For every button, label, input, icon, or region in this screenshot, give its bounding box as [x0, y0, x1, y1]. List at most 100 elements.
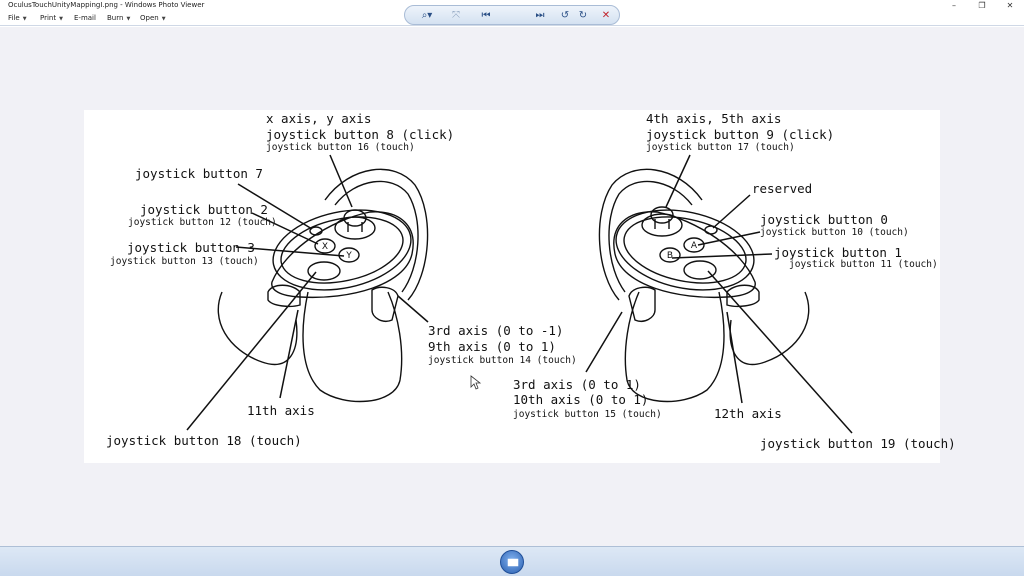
- right-button-a: [683, 237, 705, 253]
- label-joystick-button-11: joystick button 11 (touch): [789, 259, 938, 270]
- right-trigger-pad: [683, 260, 717, 280]
- right-thumbstick: [650, 206, 674, 224]
- menu-print-label: Print: [40, 14, 57, 22]
- right-tracking-ring-inner: [608, 180, 693, 293]
- right-axis3-label-1: 3rd axis (0 to 1): [513, 377, 641, 392]
- leader-left-btn3: [235, 246, 345, 257]
- label-joystick-button-2: joystick button 2: [140, 202, 268, 217]
- window-controls: – ❐ ✕: [940, 0, 1024, 11]
- label-joystick-button-18: joystick button 18 (touch): [106, 433, 302, 448]
- right-grip: [624, 291, 725, 403]
- previous-button[interactable]: ⏮: [481, 10, 491, 21]
- left-trigger-pad: [307, 261, 341, 281]
- left-button-x: [314, 238, 336, 254]
- left-index-trigger: [371, 286, 399, 322]
- left-tracking-ring-inner: [334, 180, 419, 293]
- restore-button[interactable]: ❐: [978, 1, 986, 10]
- left-face-plate: [272, 209, 412, 291]
- right-thumbstick-base: [641, 213, 683, 237]
- mouse-cursor-icon: [470, 375, 482, 390]
- left-top-label-3: joystick button 16 (touch): [266, 142, 415, 153]
- right-tracking-ring: [598, 168, 703, 301]
- leader-left-btn18: [186, 271, 317, 431]
- right-hand-trigger: [726, 284, 760, 308]
- left-hand-trigger: [267, 284, 301, 308]
- left-axis3-label-2: 9th axis (0 to 1): [428, 339, 556, 354]
- label-joystick-button-3: joystick button 3: [127, 240, 255, 255]
- delete-button[interactable]: ✕: [601, 10, 611, 21]
- left-axis3-label-1: 3rd axis (0 to -1): [428, 323, 564, 338]
- label-joystick-button-7: joystick button 7: [135, 166, 263, 181]
- leader-left-btn2: [251, 212, 319, 245]
- menu-print[interactable]: Print▼: [40, 11, 63, 26]
- leader-left-axis3: [397, 295, 429, 323]
- minimize-button[interactable]: –: [952, 1, 956, 10]
- right-axis3-label-2: 10th axis (0 to 1): [513, 392, 649, 407]
- leader-right-btn19: [707, 270, 853, 434]
- leader-right-thumbstick: [665, 154, 691, 208]
- menu-file[interactable]: File▼: [8, 11, 27, 26]
- toolbar-controls: ⌕▾ ⤧ ⏮ ⏭ ↺ ↻ ✕: [404, 5, 620, 25]
- left-top-label-2: joystick button 8 (click): [266, 127, 455, 142]
- label-joystick-button-0: joystick button 0: [760, 212, 888, 227]
- menu-email[interactable]: E-mail: [74, 11, 96, 26]
- leader-left-thumbstick: [329, 154, 353, 208]
- zoom-button[interactable]: ⌕▾: [421, 10, 433, 21]
- leader-right-axis3: [585, 311, 623, 373]
- right-body-shell: [729, 291, 810, 366]
- left-face-plate-inner: [280, 216, 404, 284]
- right-axis3-label-3: joystick button 15 (touch): [513, 409, 662, 420]
- chevron-down-icon: ▼: [126, 16, 131, 22]
- label-12th-axis: 12th axis: [714, 406, 782, 421]
- label-joystick-button-13: joystick button 13 (touch): [110, 256, 259, 267]
- label-joystick-button-19: joystick button 19 (touch): [760, 436, 956, 451]
- glyph-a: A: [691, 241, 698, 251]
- menu-open-label: Open: [140, 14, 159, 22]
- left-tracking-ring: [324, 168, 429, 301]
- leader-right-btn0: [697, 231, 761, 246]
- slideshow-button[interactable]: [500, 550, 524, 574]
- menu-email-label: E-mail: [74, 14, 96, 22]
- label-joystick-button-1: joystick button 1: [774, 245, 902, 260]
- window-title: OculusTouchUnityMappingI.png - Windows P…: [8, 1, 205, 9]
- next-button[interactable]: ⏭: [535, 10, 545, 21]
- leader-right-btn1: [671, 253, 773, 259]
- left-thumbstick-base: [334, 216, 376, 240]
- leader-right-reserved: [712, 194, 751, 229]
- right-top-label-1: 4th axis, 5th axis: [646, 111, 782, 126]
- leader-right-axis12: [726, 311, 743, 404]
- left-axis3-label-3: joystick button 14 (touch): [428, 355, 577, 366]
- slideshow-icon: [507, 558, 519, 567]
- left-menu-button: [309, 226, 323, 236]
- right-top-label-2: joystick button 9 (click): [646, 127, 835, 142]
- left-grip: [302, 291, 403, 403]
- leader-left-btn7: [237, 183, 313, 230]
- displayed-image: [84, 110, 940, 463]
- label-11th-axis: 11th axis: [247, 403, 315, 418]
- right-face-plate: [615, 209, 755, 291]
- right-controller-drawing: [598, 168, 810, 403]
- leader-left-axis11: [279, 309, 299, 399]
- close-button[interactable]: ✕: [1006, 1, 1014, 10]
- left-body-shell: [217, 291, 298, 366]
- menu-file-label: File: [8, 14, 20, 22]
- right-top-label-3: joystick button 17 (touch): [646, 142, 795, 153]
- glyph-y: Y: [345, 251, 352, 261]
- rotate-clockwise-button[interactable]: ↻: [578, 10, 588, 21]
- glyph-b: B: [667, 251, 673, 261]
- left-top-label-1: x axis, y axis: [266, 111, 372, 126]
- glyph-x: X: [322, 242, 328, 252]
- right-button-b: [659, 247, 681, 263]
- label-reserved: reserved: [752, 181, 813, 196]
- menu-burn[interactable]: Burn▼: [107, 11, 130, 26]
- fit-window-button[interactable]: ⤧: [452, 10, 460, 21]
- label-joystick-button-10: joystick button 10 (touch): [760, 227, 909, 238]
- chevron-down-icon: ▼: [22, 16, 27, 22]
- chevron-down-icon: ▼: [59, 16, 63, 22]
- label-joystick-button-12: joystick button 12 (touch): [128, 217, 277, 228]
- left-thumbstick: [343, 209, 367, 227]
- menu-burn-label: Burn: [107, 14, 124, 22]
- rotate-counterclockwise-button[interactable]: ↺: [560, 10, 570, 21]
- menu-open[interactable]: Open▼: [140, 11, 166, 26]
